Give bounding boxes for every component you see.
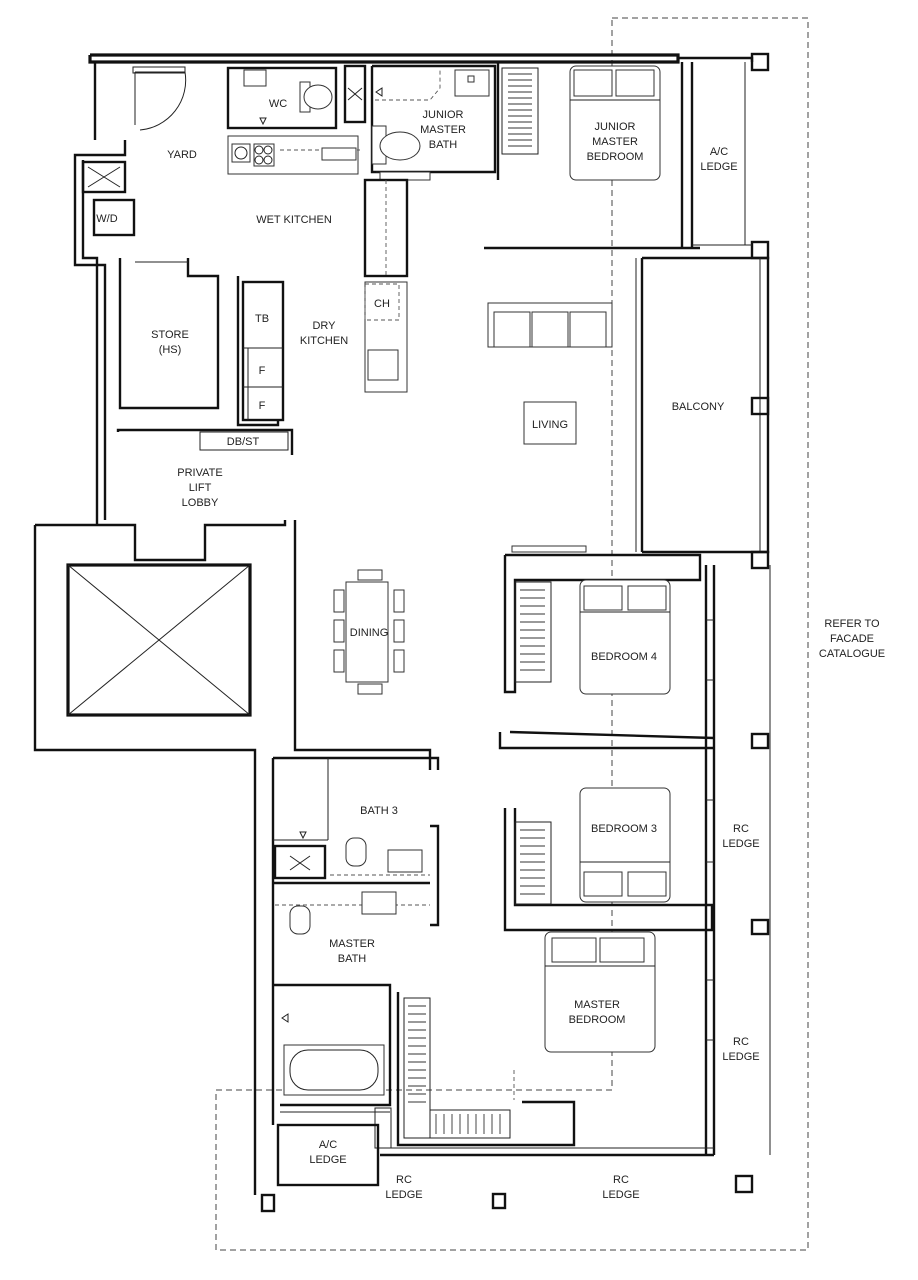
bedroom-4: [498, 553, 715, 750]
living-area: [487, 256, 770, 570]
label-yard: YARD: [167, 149, 197, 161]
label-rc-ledge-bottom-2a: RC: [613, 1174, 629, 1186]
label-balcony: BALCONY: [672, 401, 725, 413]
label-jm-bed-2: MASTER: [592, 136, 638, 148]
label-jm-bath-3: BATH: [429, 139, 458, 151]
label-rc-ledge-right-1a: RC: [733, 823, 749, 835]
label-ac-ledge-top-1: A/C: [710, 146, 728, 158]
bath-3: [271, 756, 440, 1125]
label-ac-ledge-top-2: LEDGE: [700, 161, 737, 173]
facade-boundary: [215, 17, 809, 1251]
outer-walls: [33, 52, 770, 1213]
lift-shaft: [66, 563, 252, 717]
label-ac-ledge-bottom-1: A/C: [319, 1139, 337, 1151]
bedroom-3: [503, 787, 714, 932]
label-private: PRIVATE: [177, 467, 222, 479]
master-bath: [273, 881, 430, 1187]
label-rc-ledge-bottom-1b: LEDGE: [385, 1189, 422, 1201]
dining-set: [333, 569, 405, 695]
label-ac-ledge-bottom-2: LEDGE: [309, 1154, 346, 1166]
label-fridge-2: F: [259, 400, 266, 412]
label-rc-ledge-bottom-2b: LEDGE: [602, 1189, 639, 1201]
label-ch: CH: [374, 298, 390, 310]
label-living: LIVING: [532, 419, 568, 431]
label-jm-bath-1: JUNIOR: [423, 109, 464, 121]
label-jm-bath-2: MASTER: [420, 124, 466, 136]
label-master-bath-1: MASTER: [329, 938, 375, 950]
label-fridge-1: F: [259, 365, 266, 377]
label-facade-3: CATALOGUE: [819, 648, 885, 660]
label-store-hs: (HS): [159, 344, 182, 356]
label-lift: LIFT: [189, 482, 212, 494]
label-master-bedroom-2: BEDROOM: [569, 1014, 626, 1026]
label-facade-2: FACADE: [830, 633, 874, 645]
label-bedroom-4: BEDROOM 4: [591, 651, 657, 663]
label-wet-kitchen: WET KITCHEN: [256, 214, 332, 226]
label-bedroom-3: BEDROOM 3: [591, 823, 657, 835]
label-jm-bed-3: BEDROOM: [587, 151, 644, 163]
label-master-bedroom-1: MASTER: [574, 999, 620, 1011]
service-zone: [81, 64, 497, 455]
label-tb: TB: [255, 313, 269, 325]
label-rc-ledge-right-1b: LEDGE: [722, 838, 759, 850]
right-facade: [491, 565, 771, 1210]
label-dry: DRY: [312, 320, 336, 332]
label-kitchen: KITCHEN: [300, 335, 348, 347]
label-bath-3: BATH 3: [360, 805, 398, 817]
label-facade-1: REFER TO: [824, 618, 880, 630]
label-db-st: DB/ST: [227, 436, 260, 448]
label-rc-ledge-right-2a: RC: [733, 1036, 749, 1048]
wc-room: [226, 66, 338, 130]
label-jm-bed-1: JUNIOR: [595, 121, 636, 133]
label-master-bath-2: BATH: [338, 953, 367, 965]
label-store: STORE: [151, 329, 189, 341]
yard-door: [135, 71, 187, 131]
room-labels: YARD WC WET KITCHEN W/D STORE (HS) TB F …: [96, 98, 885, 1201]
label-wd: W/D: [96, 213, 117, 225]
label-wc: WC: [269, 98, 287, 110]
label-lobby: LOBBY: [182, 497, 219, 509]
junior-master-bedroom: [484, 62, 770, 260]
label-dining: DINING: [350, 627, 389, 639]
master-bedroom: [380, 931, 714, 1157]
label-rc-ledge-bottom-1a: RC: [396, 1174, 412, 1186]
label-rc-ledge-right-2b: LEDGE: [722, 1051, 759, 1063]
